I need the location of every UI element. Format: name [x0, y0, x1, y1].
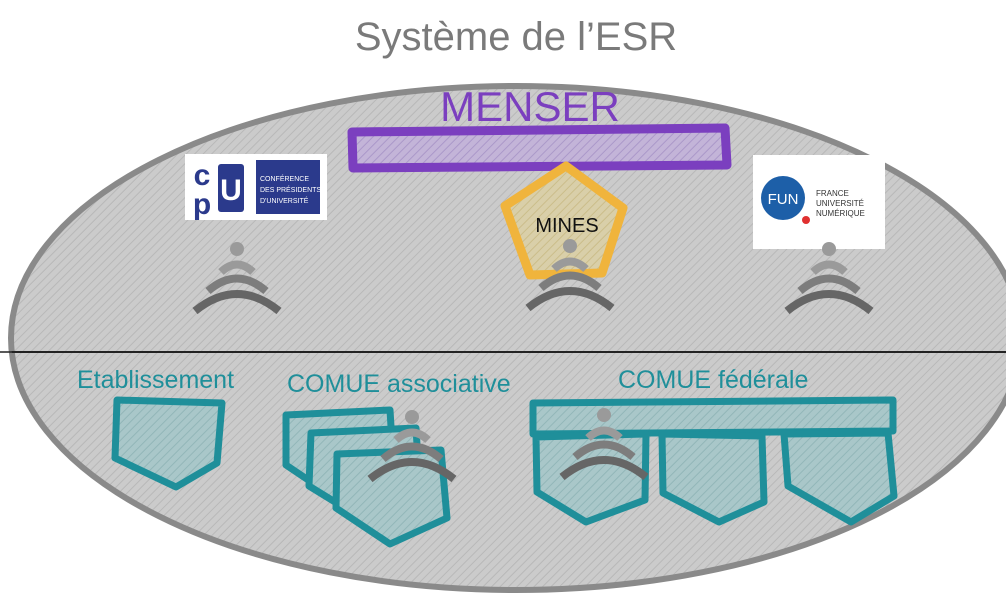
cpu-text-line1: CONFÉRENCE — [260, 174, 309, 183]
cpu-letter-u: U — [220, 174, 242, 207]
comue-associative-shields — [282, 406, 451, 548]
signal-icon-fun — [784, 242, 874, 315]
signal-icon-mines — [525, 239, 615, 312]
comue-federale-label: COMUE fédérale — [618, 366, 808, 394]
cpu-text-line2: DES PRÉSIDENTS — [260, 185, 321, 194]
cpu-text-line3: D'UNIVERSITÉ — [260, 196, 309, 205]
cpu-letter-c: c — [194, 159, 211, 192]
menser-bar — [347, 123, 732, 173]
etablissement-shield — [111, 396, 226, 491]
cpu-letter-p: p — [193, 188, 211, 221]
fun-logo: FUN FRANCE UNIVERSITÉ NUMÉRIQUE — [753, 155, 885, 249]
fun-badge: FUN — [768, 191, 799, 208]
signal-icon-cpu — [192, 242, 282, 315]
fun-text-line2: UNIVERSITÉ — [816, 199, 864, 208]
signal-icon-comue-associative — [367, 410, 457, 483]
signal-icon-comue-federale — [559, 408, 649, 481]
fun-text-line1: FRANCE — [816, 189, 849, 198]
comue-federale-structure — [529, 396, 898, 526]
menser-label: MENSER — [440, 83, 620, 130]
diagram-title: Système de l’ESR — [355, 15, 677, 59]
etablissement-label: Etablissement — [77, 366, 234, 394]
fun-dot — [802, 216, 810, 224]
mines-label: MINES — [535, 215, 598, 237]
fun-text-line3: NUMÉRIQUE — [816, 209, 865, 218]
cpu-logo: c p U CONFÉRENCE DES PRÉSIDENTS D'UNIVER… — [185, 154, 327, 221]
comue-associative-label: COMUE associative — [287, 370, 511, 398]
